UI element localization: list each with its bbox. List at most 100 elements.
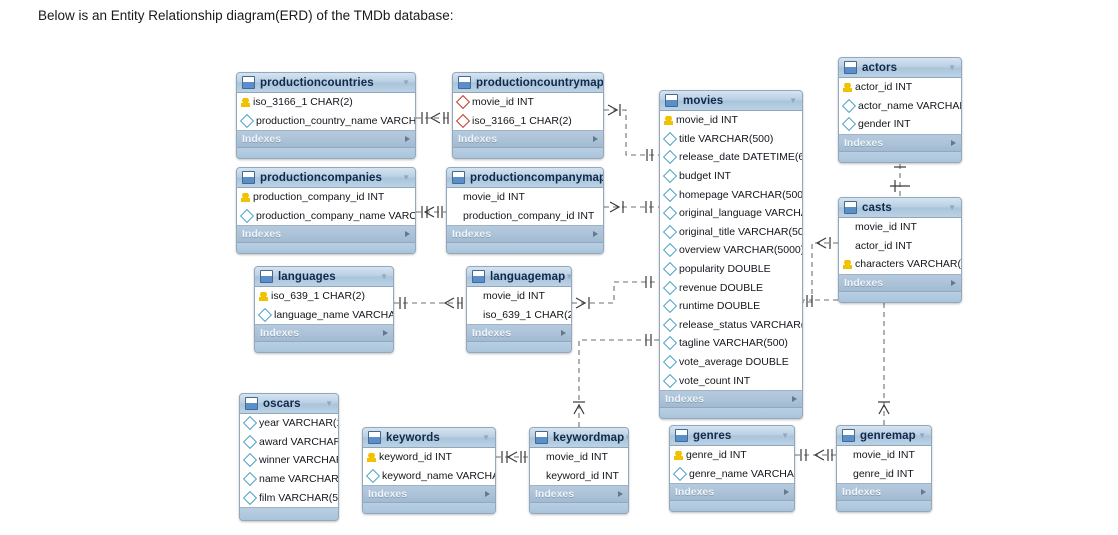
table-column[interactable]: release_status VARCHAR(50) xyxy=(660,316,802,335)
expand-indexes-icon[interactable] xyxy=(593,231,598,238)
table-column[interactable]: keyword_id INT xyxy=(363,448,495,467)
table-header[interactable]: productioncompanymap▼ xyxy=(447,168,603,188)
table-column[interactable]: award VARCHAR(500) xyxy=(240,433,338,452)
table-column[interactable]: original_language VARCHAR(50) xyxy=(660,204,802,223)
table-header[interactable]: productioncompanies▼ xyxy=(237,168,415,188)
erd-table-productioncompanymap[interactable]: productioncompanymap▼movie_id INTproduct… xyxy=(446,167,604,255)
erd-table-oscars[interactable]: oscars▼year VARCHAR(10)award VARCHAR(500… xyxy=(239,393,339,521)
table-column[interactable]: original_title VARCHAR(500) xyxy=(660,223,802,242)
chevron-down-icon[interactable]: ▼ xyxy=(948,202,956,212)
chevron-down-icon[interactable]: ▼ xyxy=(380,271,388,281)
expand-indexes-icon[interactable] xyxy=(383,330,388,337)
table-column[interactable]: movie_id INT xyxy=(453,93,603,112)
table-column[interactable]: iso_3166_1 CHAR(2) xyxy=(453,112,603,131)
expand-indexes-icon[interactable] xyxy=(618,491,623,498)
table-header[interactable]: productioncountries▼ xyxy=(237,73,415,93)
indexes-section[interactable]: Indexes xyxy=(447,226,603,244)
erd-table-languages[interactable]: languages▼iso_639_1 CHAR(2)language_name… xyxy=(254,266,394,354)
erd-table-productioncountries[interactable]: productioncountries▼iso_3166_1 CHAR(2)pr… xyxy=(236,72,416,160)
indexes-section[interactable]: Indexes xyxy=(837,484,931,502)
indexes-section[interactable]: Indexes xyxy=(237,226,415,244)
table-header[interactable]: genres▼ xyxy=(670,426,794,446)
chevron-down-icon[interactable]: ▼ xyxy=(789,95,797,105)
indexes-section[interactable]: Indexes xyxy=(839,274,961,292)
expand-indexes-icon[interactable] xyxy=(561,330,566,337)
table-column[interactable]: production_company_id INT xyxy=(237,188,415,207)
table-column[interactable]: actor_name VARCHAR(100) xyxy=(839,97,961,116)
chevron-down-icon[interactable]: ▼ xyxy=(325,398,333,408)
indexes-section[interactable]: Indexes xyxy=(660,390,802,408)
expand-indexes-icon[interactable] xyxy=(792,395,797,402)
table-column[interactable]: keyword_id INT xyxy=(530,467,628,486)
indexes-section[interactable]: Indexes xyxy=(467,325,571,343)
table-column[interactable]: movie_id INT xyxy=(660,111,802,130)
expand-indexes-icon[interactable] xyxy=(951,139,956,146)
table-column[interactable]: revenue DOUBLE xyxy=(660,278,802,297)
table-column[interactable]: runtime DOUBLE xyxy=(660,297,802,316)
expand-indexes-icon[interactable] xyxy=(784,489,789,496)
table-column[interactable]: production_company_id INT xyxy=(447,207,603,226)
chevron-down-icon[interactable]: ▼ xyxy=(948,62,956,72)
table-header[interactable]: keywordmap▼ xyxy=(530,428,628,448)
table-column[interactable]: language_name VARCHAR(50) xyxy=(255,306,393,325)
table-header[interactable]: genremap▼ xyxy=(837,426,931,446)
expand-indexes-icon[interactable] xyxy=(951,279,956,286)
chevron-down-icon[interactable]: ▼ xyxy=(565,272,571,281)
indexes-section[interactable]: Indexes xyxy=(453,131,603,149)
table-column[interactable]: film VARCHAR(500) xyxy=(240,488,338,507)
table-column[interactable]: tagline VARCHAR(500) xyxy=(660,334,802,353)
chevron-down-icon[interactable]: ▼ xyxy=(482,432,490,442)
table-column[interactable]: winner VARCHAR(10) xyxy=(240,451,338,470)
indexes-section[interactable]: Indexes xyxy=(530,486,628,504)
expand-indexes-icon[interactable] xyxy=(405,136,410,143)
chevron-down-icon[interactable]: ▼ xyxy=(624,433,628,442)
table-column[interactable]: vote_average DOUBLE xyxy=(660,353,802,372)
table-column[interactable]: iso_639_1 CHAR(2) xyxy=(255,287,393,306)
table-column[interactable]: iso_639_1 CHAR(2) xyxy=(467,306,571,325)
table-column[interactable]: release_date DATETIME(6) xyxy=(660,148,802,167)
table-column[interactable]: movie_id INT xyxy=(530,448,628,467)
table-column[interactable]: iso_3166_1 CHAR(2) xyxy=(237,93,415,112)
indexes-section[interactable]: Indexes xyxy=(255,325,393,343)
table-column[interactable]: movie_id INT xyxy=(839,218,961,237)
table-column[interactable]: production_company_name VARCHAR(500) xyxy=(237,207,415,226)
indexes-section[interactable]: Indexes xyxy=(363,486,495,504)
table-header[interactable]: languages▼ xyxy=(255,267,393,287)
expand-indexes-icon[interactable] xyxy=(405,231,410,238)
table-column[interactable]: title VARCHAR(500) xyxy=(660,130,802,149)
expand-indexes-icon[interactable] xyxy=(485,491,490,498)
expand-indexes-icon[interactable] xyxy=(593,136,598,143)
table-column[interactable]: homepage VARCHAR(500) xyxy=(660,185,802,204)
table-column[interactable]: vote_count INT xyxy=(660,371,802,390)
indexes-section[interactable]: Indexes xyxy=(670,484,794,502)
table-column[interactable]: budget INT xyxy=(660,167,802,186)
expand-indexes-icon[interactable] xyxy=(921,489,926,496)
erd-table-productioncompanies[interactable]: productioncompanies▼production_company_i… xyxy=(236,167,416,255)
table-column[interactable]: genre_name VARCHAR(50) xyxy=(670,465,794,484)
chevron-down-icon[interactable]: ▼ xyxy=(781,430,789,440)
table-column[interactable]: year VARCHAR(10) xyxy=(240,414,338,433)
table-column[interactable]: overview VARCHAR(5000) xyxy=(660,241,802,260)
table-header[interactable]: oscars▼ xyxy=(240,394,338,414)
chevron-down-icon[interactable]: ▼ xyxy=(402,77,410,87)
table-column[interactable]: actor_id INT xyxy=(839,78,961,97)
table-header[interactable]: languagemap▼ xyxy=(467,267,571,287)
table-header[interactable]: movies▼ xyxy=(660,91,802,111)
table-column[interactable]: actor_id INT xyxy=(839,237,961,256)
table-column[interactable]: gender INT xyxy=(839,115,961,134)
chevron-down-icon[interactable]: ▼ xyxy=(918,430,926,440)
table-header[interactable]: keywords▼ xyxy=(363,428,495,448)
table-column[interactable]: genre_id INT xyxy=(837,465,931,484)
chevron-down-icon[interactable]: ▼ xyxy=(402,172,410,182)
table-column[interactable]: name VARCHAR(500) xyxy=(240,470,338,489)
table-header[interactable]: actors▼ xyxy=(839,58,961,78)
table-column[interactable]: movie_id INT xyxy=(467,287,571,306)
table-column[interactable]: production_country_name VARCHAR(50) xyxy=(237,112,415,131)
table-header[interactable]: casts▼ xyxy=(839,198,961,218)
